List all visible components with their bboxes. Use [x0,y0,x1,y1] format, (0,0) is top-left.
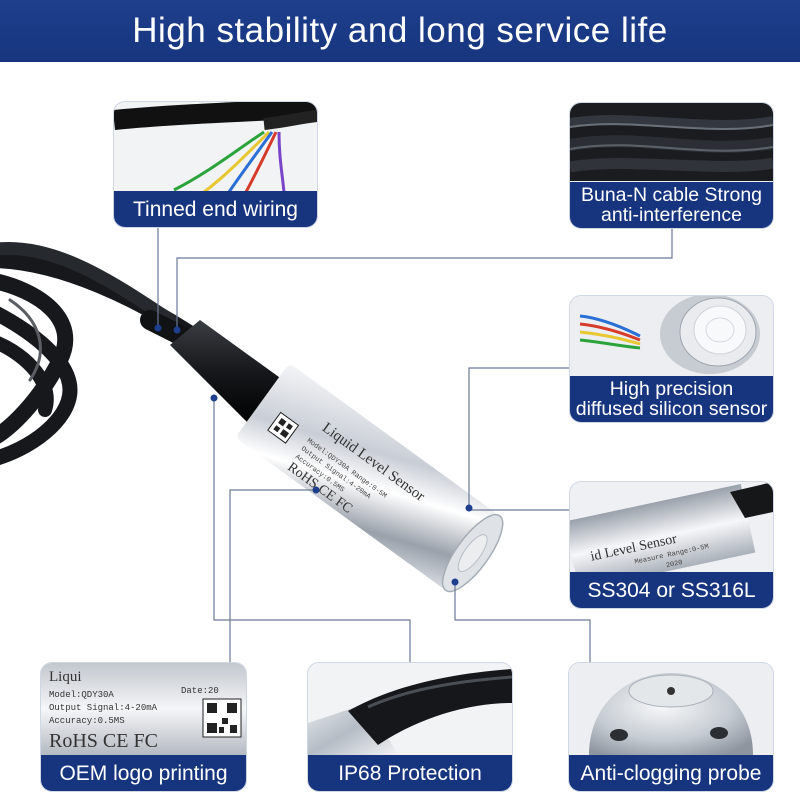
leader-sensor [468,367,570,508]
leader-ip68 [213,398,411,662]
silicon-sensor-photo [570,296,773,376]
callout-oem-logo-printing: Liqui Model:QDY30A Output Signal:4-20mA … [40,662,247,792]
callout-anti-clogging-probe: Anti-clogging probe [568,662,774,792]
callout-ip68-protection: IP68 Protection [307,662,513,792]
oem-print-6: RoHS CE FC [49,730,158,752]
leader-cable [176,228,673,330]
callout-buna-n-cable: Buna-N cable Strong anti-interference [569,102,774,229]
oem-print-photo: Liqui Model:QDY30A Output Signal:4-20mA … [41,663,246,755]
oem-print-3: Output Signal:4-20mA [49,703,158,713]
cable-label-line1: Buna-N cable Strong [580,184,763,206]
qr-code-icon [202,698,242,738]
steel-housing-photo: id Level Sensor Measure Range:0-5M 2020 [570,482,773,572]
steel-label-text: SS304 or SS316L [587,578,756,602]
tinned-label-text: Tinned end wiring [133,197,298,221]
oem-print-5: Date:20 [181,686,219,696]
header-banner: High stability and long service life [0,0,800,62]
callout-tinned-label: Tinned end wiring [114,191,317,227]
callout-ip68-label: IP68 Protection [308,755,512,791]
tinned-wires-photo [114,102,317,194]
callout-oem-label: OEM logo printing [41,755,246,791]
banner-title: High stability and long service life [132,11,668,50]
steel-engraving-3: 2020 [665,559,683,570]
oem-label-text: OEM logo printing [59,761,228,785]
cable-bundle-photo [570,103,773,181]
cable-label-line2: anti-interference [601,204,742,226]
callout-sensor-label: High precision diffused silicon sensor [570,376,773,422]
probe-label-text: Anti-clogging probe [580,761,762,785]
qr-code-icon [267,411,300,444]
strain-relief [170,320,290,425]
leader-oem [229,489,316,662]
callout-probe-label: Anti-clogging probe [569,755,773,791]
callout-tinned-end-wiring: Tinned end wiring [113,101,318,228]
strain-relief-photo [308,663,512,755]
sensor-label-line2: diffused silicon sensor [575,398,768,420]
ip68-label-text: IP68 Protection [338,761,482,785]
callout-high-precision-sensor: High precision diffused silicon sensor [569,295,774,423]
sensor-label-line1: High precision [609,378,734,400]
oem-print-4: Accuracy:0.5MS [49,716,125,726]
leader-probe [454,582,591,662]
callout-cable-label: Buna-N cable Strong anti-interference [570,182,773,228]
callout-stainless-steel: id Level Sensor Measure Range:0-5M 2020 … [569,481,774,609]
probe-tip-photo [569,663,773,755]
callout-steel-label: SS304 or SS316L [570,572,773,608]
oem-print-1: Liqui [49,669,82,685]
oem-print-2: Model:QDY30A [49,690,114,700]
